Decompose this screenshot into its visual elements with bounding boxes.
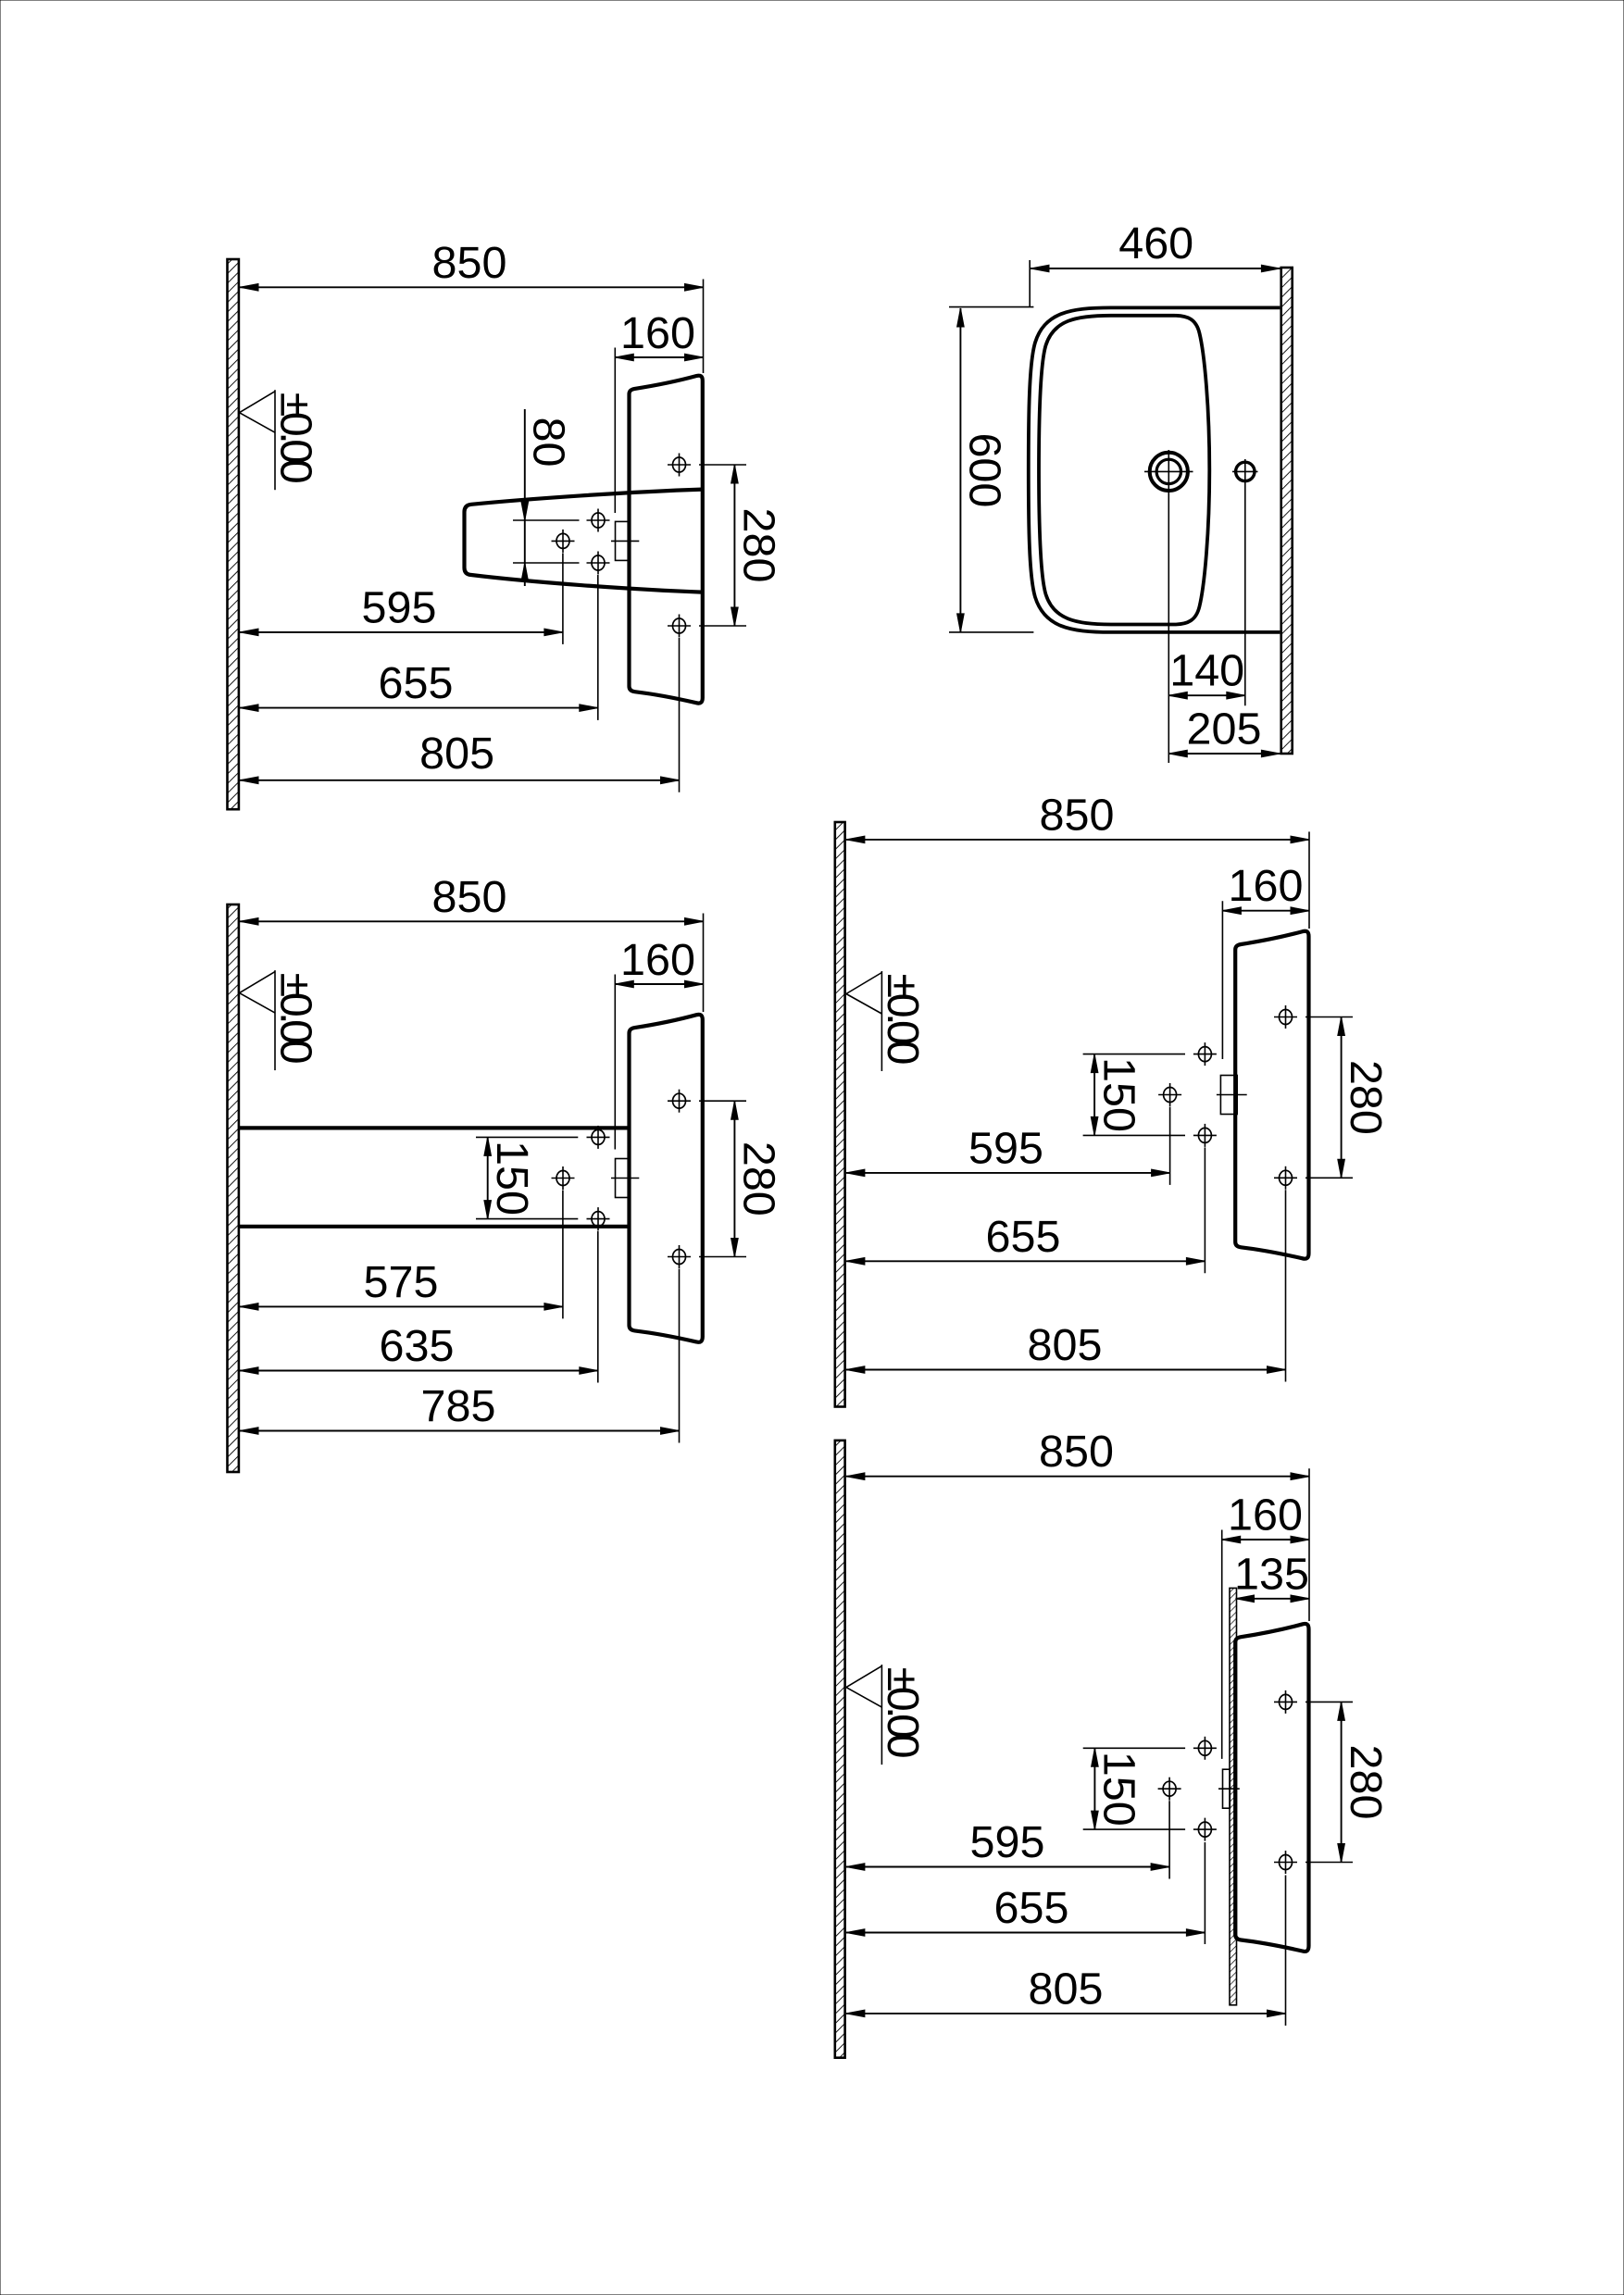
svg-text:850: 850 (432, 872, 507, 922)
svg-text:160: 160 (620, 308, 695, 358)
svg-text:280: 280 (734, 1141, 784, 1216)
svg-text:785: 785 (421, 1381, 496, 1431)
svg-text:280: 280 (1341, 1060, 1391, 1135)
svg-text:150: 150 (487, 1141, 537, 1216)
svg-text:635: 635 (380, 1321, 455, 1371)
svg-text:150: 150 (1094, 1752, 1144, 1827)
svg-text:655: 655 (986, 1212, 1061, 1262)
svg-text:160: 160 (1229, 861, 1304, 911)
svg-text:805: 805 (1028, 1320, 1103, 1370)
svg-text:160: 160 (620, 935, 695, 985)
svg-text:80: 80 (524, 418, 574, 468)
svg-text:160: 160 (1228, 1491, 1303, 1540)
svg-text:655: 655 (994, 1883, 1069, 1933)
svg-text:850: 850 (1040, 790, 1115, 840)
svg-text:140: 140 (1169, 646, 1244, 696)
svg-text:600: 600 (960, 432, 1010, 507)
svg-text:655: 655 (379, 658, 454, 708)
svg-text:280: 280 (734, 508, 784, 583)
svg-text:150: 150 (1093, 1057, 1143, 1132)
svg-text:575: 575 (364, 1257, 439, 1307)
svg-text:280: 280 (1341, 1745, 1391, 1820)
svg-text:805: 805 (1029, 1964, 1104, 2014)
svg-text:595: 595 (968, 1123, 1043, 1173)
svg-text:850: 850 (432, 238, 507, 288)
svg-text:850: 850 (1039, 1427, 1114, 1477)
svg-text:595: 595 (970, 1817, 1045, 1867)
svg-text:460: 460 (1118, 218, 1193, 268)
svg-text:205: 205 (1187, 705, 1262, 755)
svg-text:595: 595 (362, 582, 437, 632)
svg-text:805: 805 (419, 729, 494, 779)
svg-text:135: 135 (1234, 1549, 1309, 1599)
